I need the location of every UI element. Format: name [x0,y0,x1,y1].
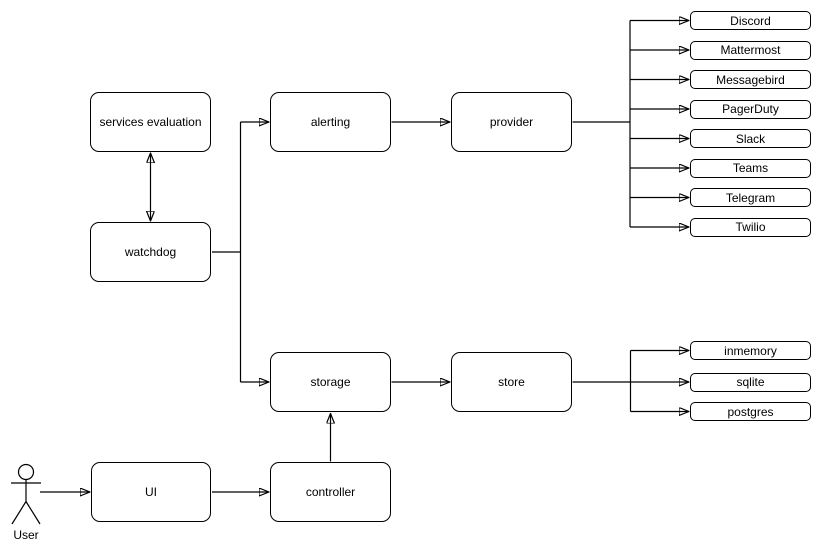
store-item-postgres: postgres [690,402,811,421]
provider-item-twilio-label: Twilio [735,220,766,234]
provider-item-messagebird: Messagebird [690,70,811,89]
actor-head [17,463,35,481]
node-ui-label: UI [145,485,157,499]
provider-item-twilio: Twilio [690,217,811,237]
node-services-evaluation: services evaluation [90,92,211,152]
store-item-inmemory: inmemory [690,341,811,360]
provider-item-messagebird-label: Messagebird [716,72,785,87]
store-item-inmemory-label: inmemory [724,343,777,358]
provider-item-discord: Discord [690,11,811,30]
provider-item-discord-label: Discord [730,13,771,28]
actor-leg-left [11,501,27,525]
node-alerting: alerting [270,92,391,152]
node-store: store [451,352,572,412]
node-controller-label: controller [305,485,356,499]
provider-item-mattermost-label: Mattermost [720,43,781,57]
node-provider-label: provider [489,115,534,129]
node-alerting-label: alerting [310,115,351,129]
provider-item-pagerduty-label: PagerDuty [722,102,779,116]
node-storage: storage [270,352,391,412]
provider-item-mattermost: Mattermost [690,40,811,60]
node-watchdog-label: watchdog [124,245,177,259]
provider-item-pagerduty: PagerDuty [690,99,811,119]
node-ui: UI [91,462,211,522]
node-controller: controller [270,462,391,522]
store-item-postgres-label: postgres [727,404,774,419]
provider-item-teams-label: Teams [732,161,769,175]
node-store-label: store [498,375,525,389]
provider-item-slack-label: Slack [735,131,766,146]
node-storage-label: storage [310,375,351,389]
node-watchdog: watchdog [90,222,211,282]
user-actor-figure [11,463,41,525]
provider-item-telegram: Telegram [690,188,811,207]
store-item-sqlite-label: sqlite [736,375,765,389]
provider-item-teams: Teams [690,158,811,178]
node-provider: provider [451,92,572,152]
store-item-sqlite: sqlite [690,372,811,392]
provider-item-slack: Slack [690,129,811,148]
user-actor-label: User [13,528,39,542]
node-services-evaluation-label: services evaluation [99,115,202,129]
provider-item-telegram-label: Telegram [725,190,776,205]
actor-leg-right [25,501,41,525]
